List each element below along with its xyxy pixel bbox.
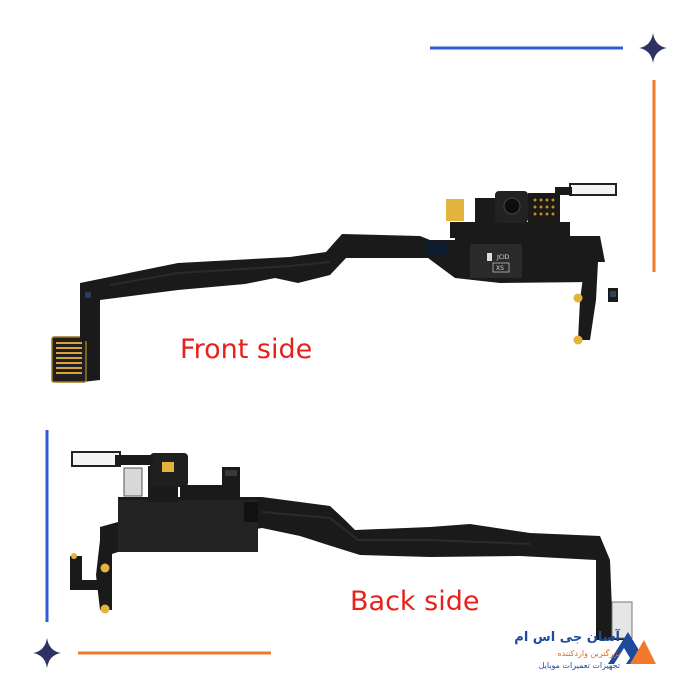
back-right-connector-tab <box>225 470 237 476</box>
front-side-flex-cable: JCID XS <box>51 183 618 383</box>
front-left-small-chip <box>85 292 91 298</box>
back-tail-gold-pad-1 <box>100 563 110 573</box>
front-model-badge <box>492 262 510 273</box>
front-small-side-connector-inner <box>610 291 616 297</box>
front-right-tail-flex <box>578 262 598 340</box>
front-silver-tab <box>569 183 617 196</box>
back-silver-tab <box>71 451 121 467</box>
back-shield-panel <box>118 500 258 552</box>
front-left-drop-flex <box>80 283 100 341</box>
front-side-label: Front side <box>180 334 313 365</box>
brand-tagline-secondary: تجهیزات تعمیرات موبایل <box>538 661 620 670</box>
back-silver-flex-link <box>115 455 153 465</box>
front-jcid-chip-panel <box>470 244 522 278</box>
front-flex-main-body <box>80 234 605 382</box>
front-gold-contact-pad <box>446 199 464 221</box>
front-model-badge-text: XS <box>496 265 504 272</box>
back-right-end-silver-plate <box>611 601 633 639</box>
brand-tagline-primary: بزرگترین واردکننده <box>557 649 620 658</box>
front-jcid-logo-text: JCID <box>496 254 510 261</box>
back-left-hook-pad <box>71 553 77 559</box>
back-left-tail-flex <box>96 540 112 610</box>
brand-name: آسان جی اس ام <box>514 630 620 645</box>
back-left-hook-base <box>70 580 100 590</box>
back-side-flex-cable <box>70 451 633 640</box>
sparkle-star-icon-bottom-left <box>33 638 61 668</box>
back-shield-divider <box>244 502 258 522</box>
front-sensor-dots <box>533 198 555 216</box>
front-silver-tab-link <box>555 187 572 195</box>
back-tail-gold-pad-2 <box>100 604 110 614</box>
front-connector-pins <box>56 342 82 374</box>
back-flex-sheen <box>261 511 531 545</box>
front-flex-sheen <box>109 261 331 286</box>
front-tail-gold-pad-2 <box>573 335 583 345</box>
front-upper-flex-strip <box>450 222 570 238</box>
brand-logo-mark-icon <box>608 632 656 664</box>
front-dark-window <box>425 242 447 256</box>
back-side-label: Back side <box>350 586 480 617</box>
back-mid-flex-strip <box>180 485 240 500</box>
back-camera-sensor <box>162 462 174 472</box>
front-sensor-connector <box>528 193 560 223</box>
back-silver-pad <box>123 467 143 497</box>
front-tail-gold-pad-1 <box>573 293 583 303</box>
front-jcid-logo-mark <box>487 253 492 261</box>
front-camera-lens <box>503 197 521 215</box>
sparkle-star-icon-top-right <box>639 33 667 63</box>
